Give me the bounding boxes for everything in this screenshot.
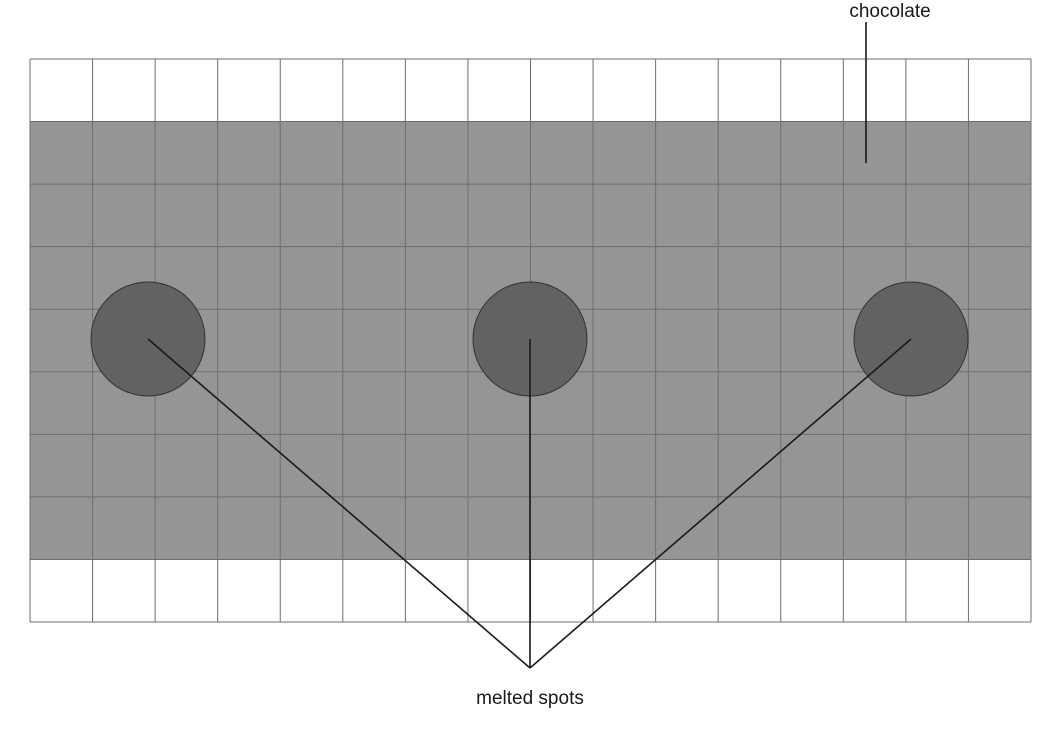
- melted-spots-label: melted spots: [476, 688, 584, 709]
- melted-spot-leader-line: [147, 338, 531, 669]
- chocolate-label: chocolate: [849, 1, 930, 22]
- melted-spot-leader-line: [529, 338, 912, 669]
- leader-lines: [147, 22, 912, 669]
